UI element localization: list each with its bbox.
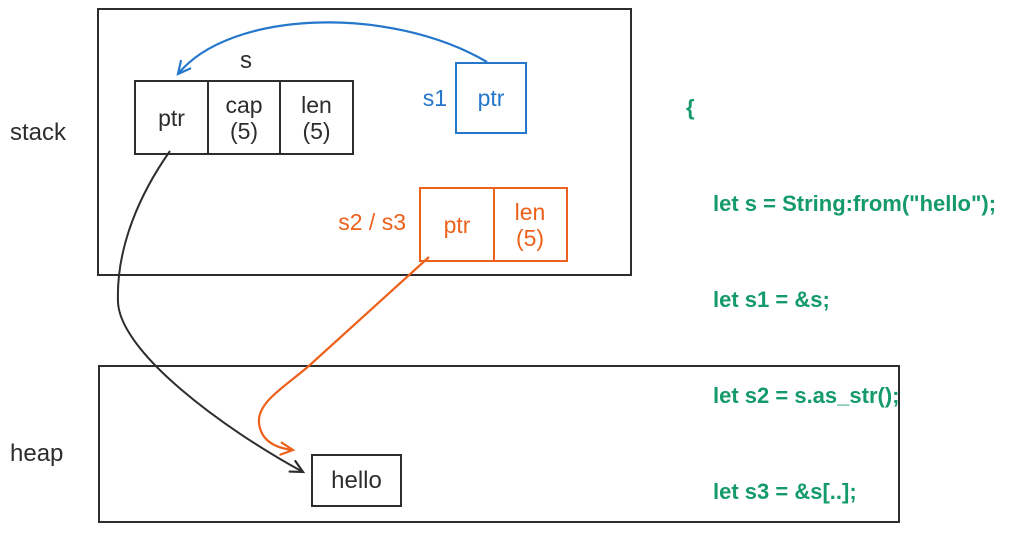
s-len-text: len [301,91,332,118]
code-line: let s2 = s.as_str(); [713,383,900,408]
stack-label: stack [10,119,67,146]
s-len-value: (5) [302,117,331,144]
s2s3-len-text: len [514,198,546,225]
hello-box: hello [311,454,402,507]
s-cap-cell: cap (5) [206,80,282,155]
s2s3-label: s2 / s3 [338,209,406,235]
code-block: { let s = String:from("hello"); let s1 =… [686,28,996,535]
s2s3-ptr-cell: ptr [419,187,495,262]
heap-region-box [98,365,900,523]
s-ptr-text: ptr [158,104,185,131]
s-len-cell: len (5) [279,80,354,155]
s-cap-text: cap [225,91,263,118]
s-struct-label: s [240,47,252,74]
s2s3-ptr-text: ptr [443,211,471,238]
s2s3-len-cell: len (5) [492,187,568,262]
s2s3-len-value: (5) [515,224,545,251]
code-line: let s = String:from("hello"); [713,191,997,216]
hello-text: hello [331,466,382,494]
s2s3-box: ptr len (5) [419,187,568,262]
heap-label: heap [10,440,64,467]
s1-ptr-text: ptr [477,84,505,111]
s1-label: s1 [422,85,447,111]
code-line: let s3 = &s[..]; [713,479,857,504]
s-cap-value: (5) [229,117,259,144]
code-line: { [686,95,695,120]
s-struct: ptr cap (5) len (5) [134,80,354,155]
s1-box: ptr [455,62,527,134]
s-ptr-cell: ptr [134,80,209,155]
code-line: let s1 = &s; [713,287,830,312]
